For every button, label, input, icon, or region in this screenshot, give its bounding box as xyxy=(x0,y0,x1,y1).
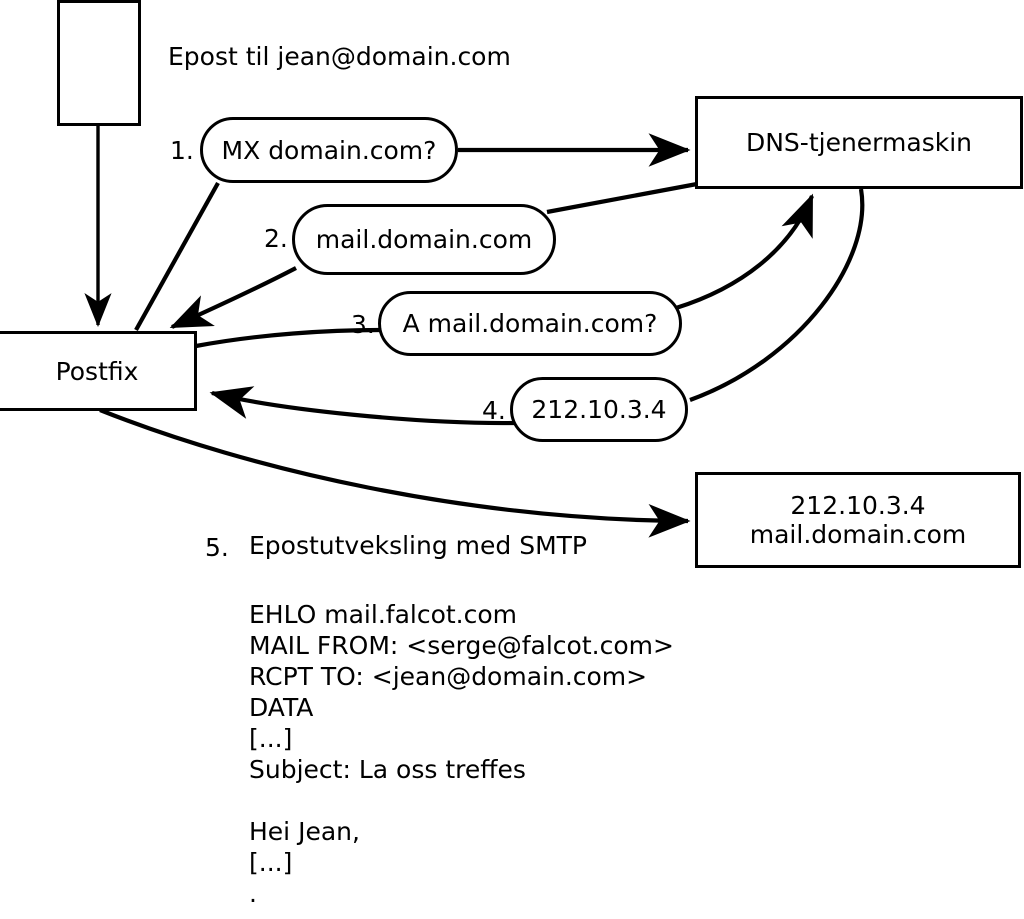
step-5-number: 5. xyxy=(205,533,229,562)
step-2-number: 2. xyxy=(264,224,288,253)
postfix-box[interactable]: Postfix xyxy=(0,331,197,411)
connector-dns-to-step2 xyxy=(546,181,698,215)
smtp-transcript: EHLO mail.falcot.com MAIL FROM: <serge@f… xyxy=(249,600,674,908)
connector-step1-tail-to-postfix xyxy=(134,181,220,332)
step-3-label: A mail.domain.com? xyxy=(402,309,658,338)
step-2-label: mail.domain.com xyxy=(315,225,533,254)
connector-step4-to-postfix xyxy=(209,386,515,426)
step-1-number: 1. xyxy=(170,136,194,165)
step-2-bubble[interactable]: mail.domain.com xyxy=(292,204,556,275)
step-3-bubble[interactable]: A mail.domain.com? xyxy=(378,291,682,356)
step-4-bubble[interactable]: 212.10.3.4 xyxy=(510,377,688,442)
step-1-label: MX domain.com? xyxy=(221,135,437,165)
dns-server-label: DNS-tjenermaskin xyxy=(745,128,972,157)
connector-step2-to-postfix xyxy=(169,266,297,329)
connector-step3-to-dns xyxy=(675,193,814,311)
step-3-number: 3. xyxy=(351,310,375,339)
step-4-label: 212.10.3.4 xyxy=(531,395,667,424)
dns-server-box[interactable]: DNS-tjenermaskin xyxy=(695,96,1023,189)
page-title: Epost til jean@domain.com xyxy=(168,42,511,71)
connector-dns-to-step4 xyxy=(689,188,865,402)
sender-box[interactable] xyxy=(57,0,141,126)
mail-server-hostname: mail.domain.com xyxy=(749,520,967,549)
step-4-number: 4. xyxy=(482,396,506,425)
step-1-bubble[interactable]: MX domain.com? xyxy=(200,117,458,183)
step-5-label: Epostutveksling med SMTP xyxy=(249,531,588,560)
mail-server-ip: 212.10.3.4 xyxy=(790,491,926,520)
mail-server-box[interactable]: 212.10.3.4 mail.domain.com xyxy=(695,472,1021,568)
postfix-label: Postfix xyxy=(55,356,139,386)
